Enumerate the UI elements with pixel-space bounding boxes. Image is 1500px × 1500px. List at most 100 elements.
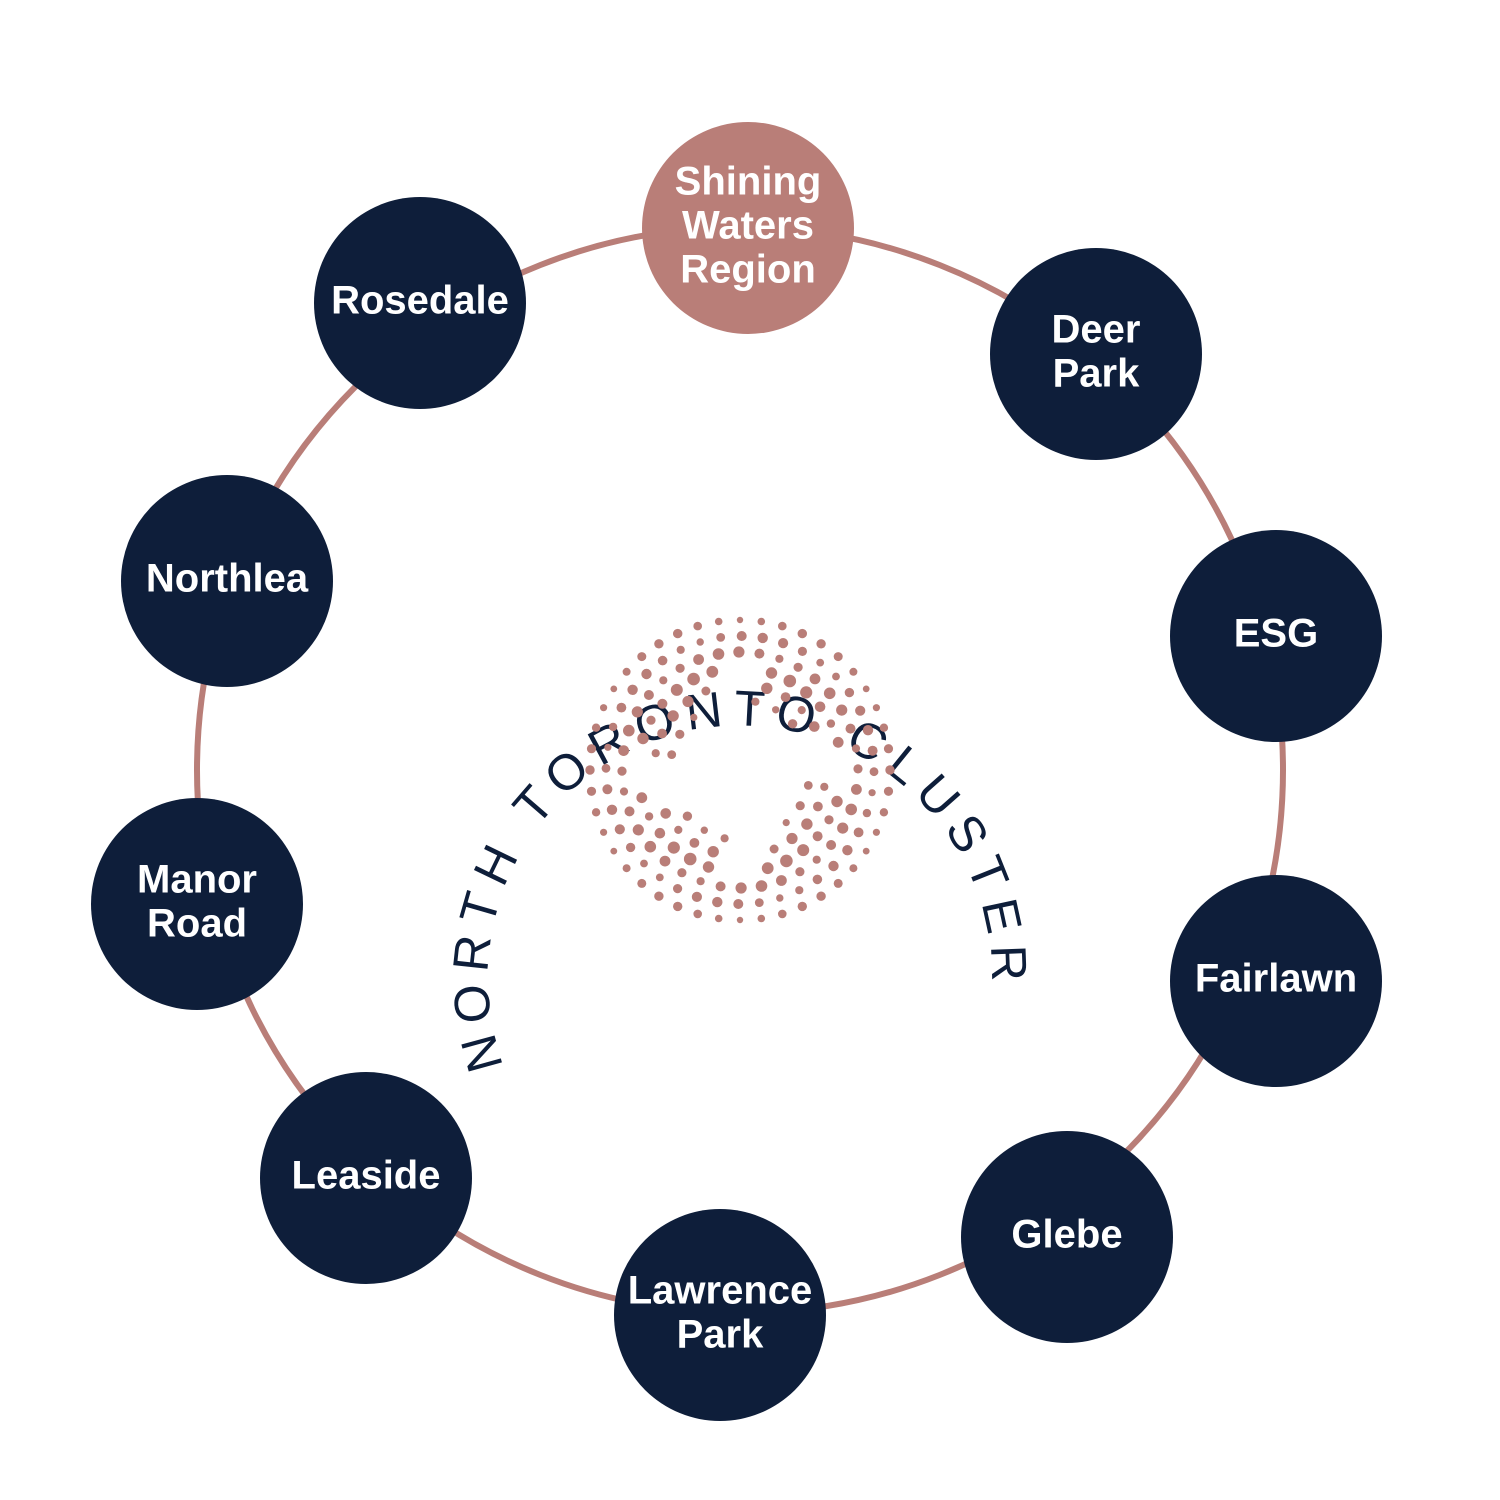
emblem-dot <box>765 667 778 679</box>
emblem-dot <box>869 767 879 777</box>
emblem-dot <box>786 832 798 845</box>
region-node-label: Northlea <box>146 557 309 601</box>
region-node-circle <box>260 1072 472 1284</box>
emblem-dot <box>700 826 708 834</box>
emblem-dot <box>610 847 618 855</box>
emblem-dot <box>585 765 595 775</box>
region-node-circle <box>314 197 526 409</box>
emblem-dot <box>600 704 608 712</box>
emblem-dot <box>604 743 612 751</box>
emblem-dot <box>606 804 618 815</box>
dotted-circle-logo-icon <box>585 616 895 924</box>
region-node-label: Park <box>1053 352 1140 396</box>
emblem-dot <box>831 795 843 808</box>
emblem-dot <box>644 812 654 821</box>
emblem-dot <box>862 725 874 736</box>
emblem-dot <box>641 668 652 680</box>
emblem-dot <box>845 803 857 816</box>
emblem-dot <box>816 658 825 667</box>
emblem-dot <box>754 898 764 907</box>
emblem-dot <box>787 719 798 729</box>
emblem-dot <box>600 828 608 836</box>
emblem-dot <box>691 891 703 903</box>
region-node-label: Fairlawn <box>1195 957 1357 1001</box>
emblem-dot <box>883 744 894 754</box>
emblem-dot <box>617 766 627 776</box>
emblem-dot <box>614 824 625 835</box>
region-node-rosedale: Rosedale <box>314 197 526 409</box>
emblem-dot <box>660 808 671 819</box>
emblem-dot <box>736 631 747 641</box>
region-node-circle <box>121 475 333 687</box>
emblem-dot <box>712 648 725 660</box>
region-node-leaside: Leaside <box>260 1072 472 1284</box>
emblem-dot <box>659 855 671 867</box>
emblem-dot <box>696 638 704 646</box>
emblem-dot <box>836 704 848 716</box>
region-node-label: Leaside <box>292 1154 441 1198</box>
emblem-dot <box>803 781 813 790</box>
emblem-dot <box>757 632 768 644</box>
emblem-dot <box>797 706 806 715</box>
emblem-dot <box>833 652 843 662</box>
region-node-label: Deer <box>1052 308 1141 352</box>
region-nodes: ShiningWatersRegionDeerParkESGFairlawnGl… <box>91 122 1382 1421</box>
emblem-dot <box>851 784 862 795</box>
emblem-dot <box>809 673 821 685</box>
emblem-dot <box>657 728 667 739</box>
emblem-dot <box>735 882 747 894</box>
emblem-dot <box>844 687 855 698</box>
emblem-dot <box>797 646 808 657</box>
region-node-circle <box>91 798 303 1010</box>
emblem-dot <box>800 686 813 699</box>
emblem-dot <box>682 695 694 708</box>
emblem-dot <box>689 838 700 848</box>
emblem-dot <box>772 706 780 714</box>
emblem-dot <box>657 655 668 666</box>
emblem-dot <box>780 692 791 702</box>
region-node-label: ESG <box>1234 612 1318 656</box>
emblem-dot <box>797 628 807 639</box>
emblem-dot <box>636 792 648 804</box>
emblem-dot <box>586 744 597 754</box>
emblem-dot <box>714 914 723 923</box>
emblem-dot <box>828 860 839 872</box>
emblem-dot <box>667 710 679 722</box>
emblem-dot <box>644 840 657 853</box>
emblem-dot <box>862 847 870 855</box>
emblem-dot <box>751 697 760 706</box>
emblem-dot <box>696 877 705 886</box>
emblem-dot <box>693 621 702 631</box>
region-node-label: Waters <box>682 204 814 248</box>
emblem-dot <box>659 676 668 685</box>
emblem-dot <box>701 686 711 696</box>
emblem-dot <box>643 690 654 700</box>
emblem-dot <box>707 846 719 858</box>
hub-title-text: NORTH TORONTO CLUSTER <box>442 680 1028 1078</box>
emblem-dot <box>816 639 826 649</box>
emblem-dot <box>801 818 813 830</box>
emblem-dot <box>655 873 664 882</box>
region-node-circle <box>1170 530 1382 742</box>
emblem-dot <box>608 722 618 732</box>
emblem-dot <box>769 844 779 854</box>
emblem-dot <box>879 808 889 817</box>
emblem-dot <box>842 845 853 856</box>
region-node-label: Glebe <box>1011 1213 1122 1257</box>
emblem-dot <box>795 867 805 877</box>
region-node-glebe: Glebe <box>961 1131 1173 1343</box>
emblem-dot <box>733 899 744 909</box>
hub-logo: NORTH TORONTO CLUSTER <box>442 616 1028 1078</box>
emblem-dot <box>667 841 680 854</box>
emblem-dot <box>867 745 878 756</box>
emblem-dot <box>716 633 726 642</box>
emblem-dot <box>677 868 687 878</box>
emblem-dot <box>627 684 638 695</box>
emblem-dot <box>683 852 697 866</box>
emblem-dot <box>631 706 643 718</box>
emblem-dot <box>632 824 644 836</box>
region-node-esg: ESG <box>1170 530 1382 742</box>
emblem-dot <box>885 765 895 775</box>
